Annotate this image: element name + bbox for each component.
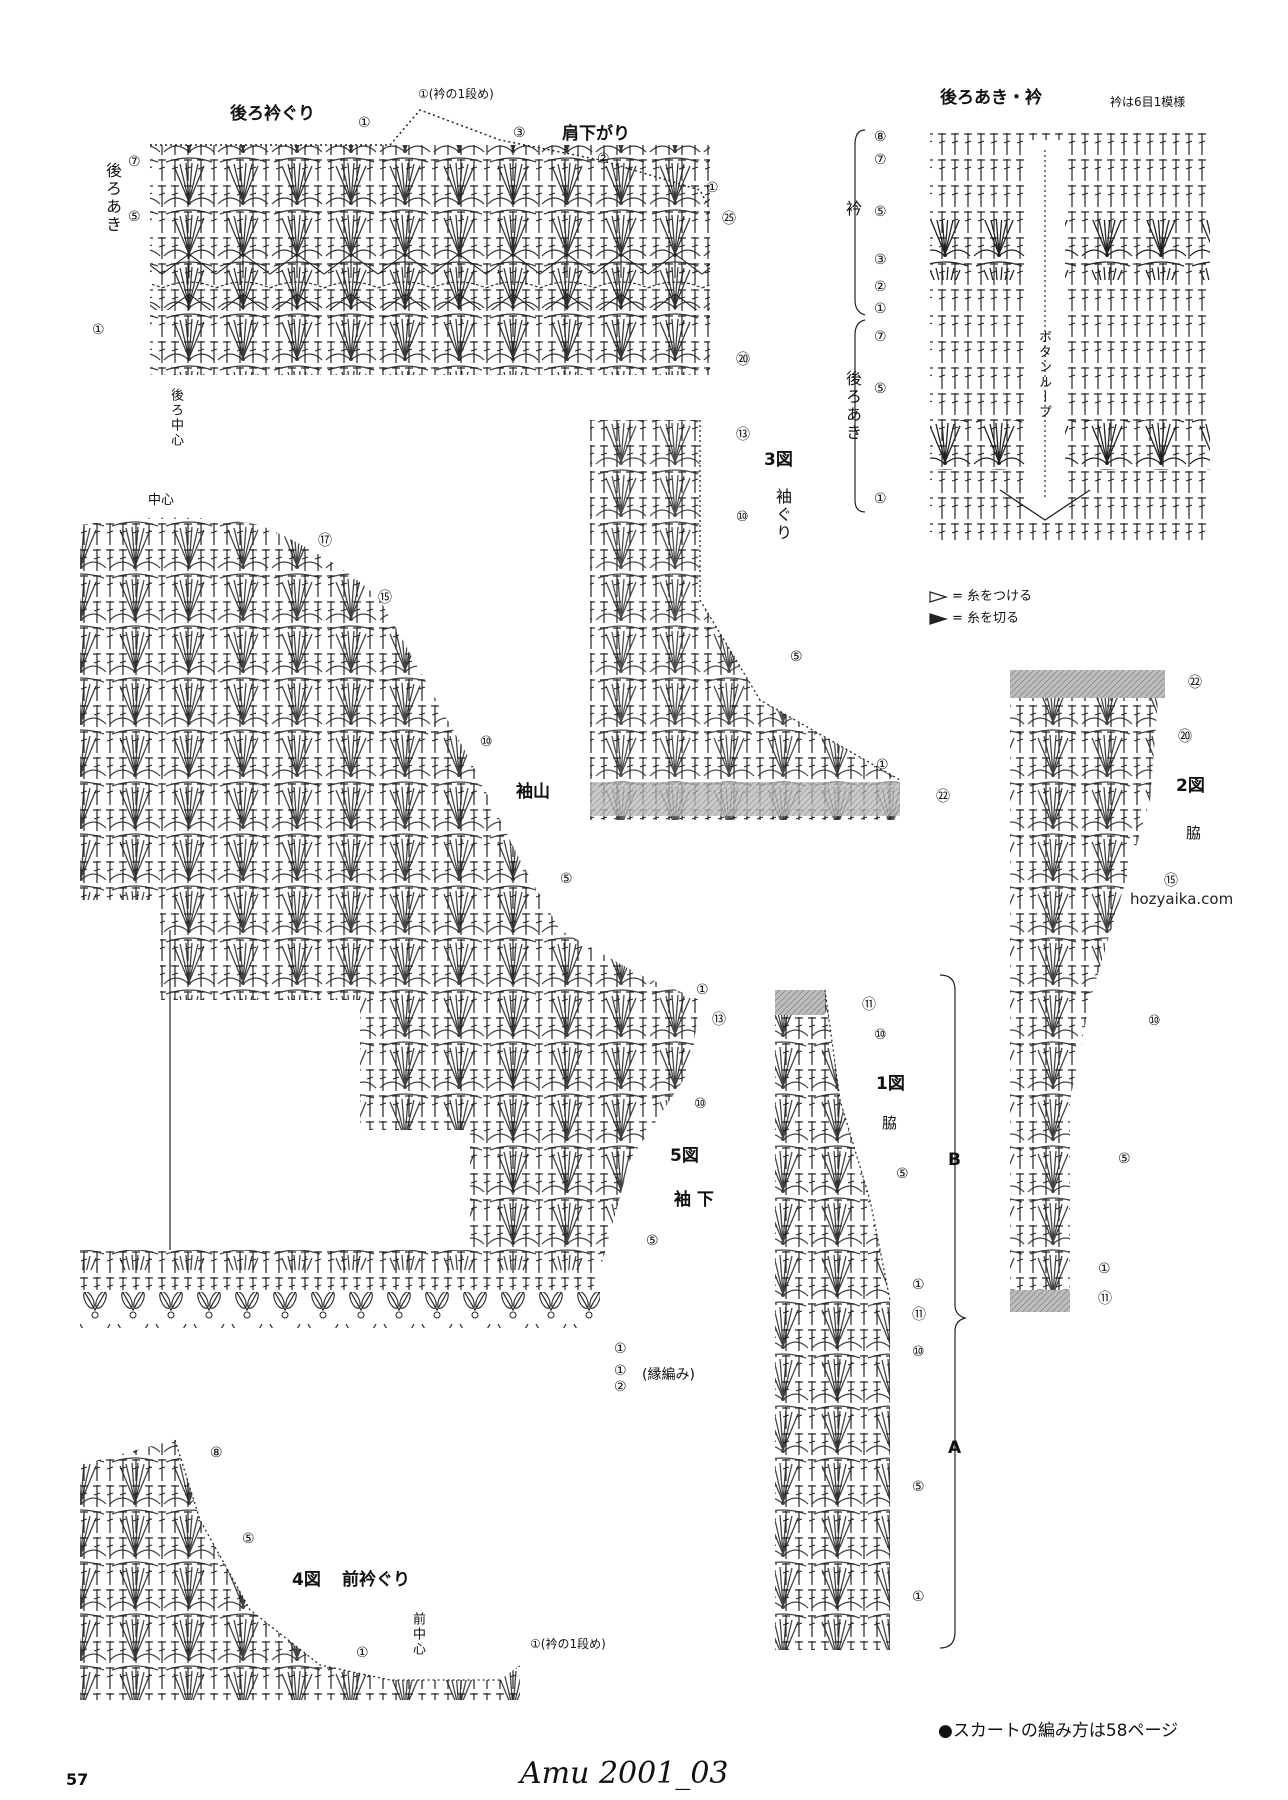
row-marker: ① (92, 322, 105, 338)
legend-attach: = 糸をつける (952, 589, 1033, 604)
sleeve-panel (80, 517, 700, 1328)
row-marker: ⑮ (1164, 873, 1178, 889)
side-fig1-panel (775, 989, 891, 1650)
back-opening-label: 後ろあき (843, 370, 862, 442)
fig2-name: 脇 (1186, 824, 1202, 842)
row-marker: ⑧ (874, 129, 887, 145)
back-neckline-panel (150, 109, 711, 375)
back-center-label: 後ろ中心 (168, 388, 183, 448)
row-marker: ⑤ (912, 1479, 925, 1495)
collar-brackets (854, 129, 866, 513)
row-marker: ⑦ (128, 154, 141, 170)
row-marker: ② (874, 279, 887, 295)
shoulder-slope-label: 肩下がり (562, 124, 630, 144)
row-marker: ㉒ (1188, 675, 1202, 691)
section-bracket (939, 974, 968, 1649)
front-center-label: 前中心 (410, 1612, 425, 1657)
watermark: hozyaika.com (1130, 890, 1234, 908)
row-marker: ⑤ (874, 204, 887, 220)
row-marker: ① (614, 1363, 627, 1379)
fig5-name: 袖 下 (674, 1190, 714, 1210)
row-marker: ③ (513, 125, 526, 141)
row-marker: ⑬ (736, 427, 750, 443)
row-marker: ① (1098, 1261, 1111, 1277)
row-marker: ① (706, 180, 719, 196)
row-marker: ⑤ (874, 381, 887, 397)
row-marker: ① (696, 982, 709, 998)
legend-cut: = 糸を切る (952, 611, 1020, 626)
skirt-instructions-note: ●スカートの編み方は58ページ (938, 1721, 1179, 1741)
row-marker: ① (358, 115, 371, 131)
row-marker: ⑪ (912, 1307, 926, 1323)
fig5-title: 5図 (670, 1146, 699, 1166)
row-marker: ⑬ (712, 1012, 726, 1028)
row-marker: ㉒ (936, 789, 950, 805)
row-marker: ⑤ (560, 871, 573, 887)
row-marker: ⑳ (736, 352, 750, 368)
back-collar-panel (930, 130, 1210, 540)
center-label: 中心 (148, 493, 175, 508)
button-loop-label: ボタンループ (1036, 330, 1051, 420)
row-marker: ① (874, 301, 887, 317)
fig3-title: 3図 (764, 450, 793, 470)
row-marker: ⑩ (694, 1096, 707, 1112)
back-collar-title: 後ろあき・衿 (940, 88, 1042, 108)
side-fig2-panel (1010, 670, 1165, 1312)
row-marker: ⑦ (874, 329, 887, 345)
magazine-title: Amu 2001_03 (520, 1756, 729, 1791)
row-marker: ① (356, 1645, 369, 1661)
row-marker: ① (614, 1341, 627, 1357)
row-marker: ② (597, 151, 610, 167)
page-number: 57 (66, 1770, 89, 1789)
row-marker: ⑤ (1118, 1151, 1131, 1167)
row-marker: ⑤ (646, 1233, 659, 1249)
fig3-name: 袖ぐり (773, 488, 792, 542)
fig4-title: 4図 (292, 1570, 321, 1590)
row-marker: ⑩ (736, 509, 749, 525)
row-marker: ① (874, 491, 887, 507)
section-a-label: A (948, 1438, 962, 1458)
back-neckline-label: 後ろ衿ぐり (230, 104, 315, 124)
collar-label: 衿 (843, 200, 862, 218)
row-marker: ⑩ (912, 1344, 925, 1360)
row-marker: ③ (874, 252, 887, 268)
row-marker: ⑤ (896, 1166, 909, 1182)
row-marker: ⑪ (1098, 1291, 1112, 1307)
row-marker: ⑧ (210, 1445, 223, 1461)
fig1-name: 脇 (882, 1114, 898, 1132)
row-marker: ⑤ (128, 209, 141, 225)
front-neckline-panel (80, 1439, 520, 1700)
row-marker: ① (912, 1277, 925, 1293)
row-marker: ① (876, 757, 889, 773)
row-marker: ⑰ (318, 533, 332, 549)
row-marker: ⑮ (378, 590, 392, 606)
collar-repeat-note: 衿は6目1模様 (1110, 95, 1186, 109)
row-marker: ⑳ (1178, 729, 1192, 745)
fig1-title: 1図 (876, 1074, 905, 1094)
collar-row1-label: ①(衿の1段め) (530, 1637, 606, 1651)
row-marker: ⑩ (874, 1027, 887, 1043)
legend-symbols (929, 591, 949, 625)
row-marker: ⑤ (790, 649, 803, 665)
row-marker: ⑩ (1148, 1013, 1161, 1029)
row-marker: ② (614, 1379, 627, 1395)
row-marker: ⑪ (862, 997, 876, 1013)
sleeve-cap-label: 袖山 (516, 782, 550, 802)
fig4-name: 前衿ぐり (342, 1570, 410, 1590)
back-opening-label: 後ろあき (103, 162, 122, 234)
edging-label: (縁編み) (642, 1367, 695, 1383)
row-marker: ㉕ (722, 211, 736, 227)
row-marker: ① (912, 1589, 925, 1605)
row-marker: ⑩ (480, 734, 493, 750)
row-marker: ⑦ (874, 152, 887, 168)
fig2-title: 2図 (1176, 776, 1205, 796)
collar-row1-label: ①(衿の1段め) (418, 87, 494, 101)
row-marker: ⑤ (242, 1531, 255, 1547)
armhole-panel (590, 420, 901, 820)
section-b-label: B (948, 1150, 961, 1170)
